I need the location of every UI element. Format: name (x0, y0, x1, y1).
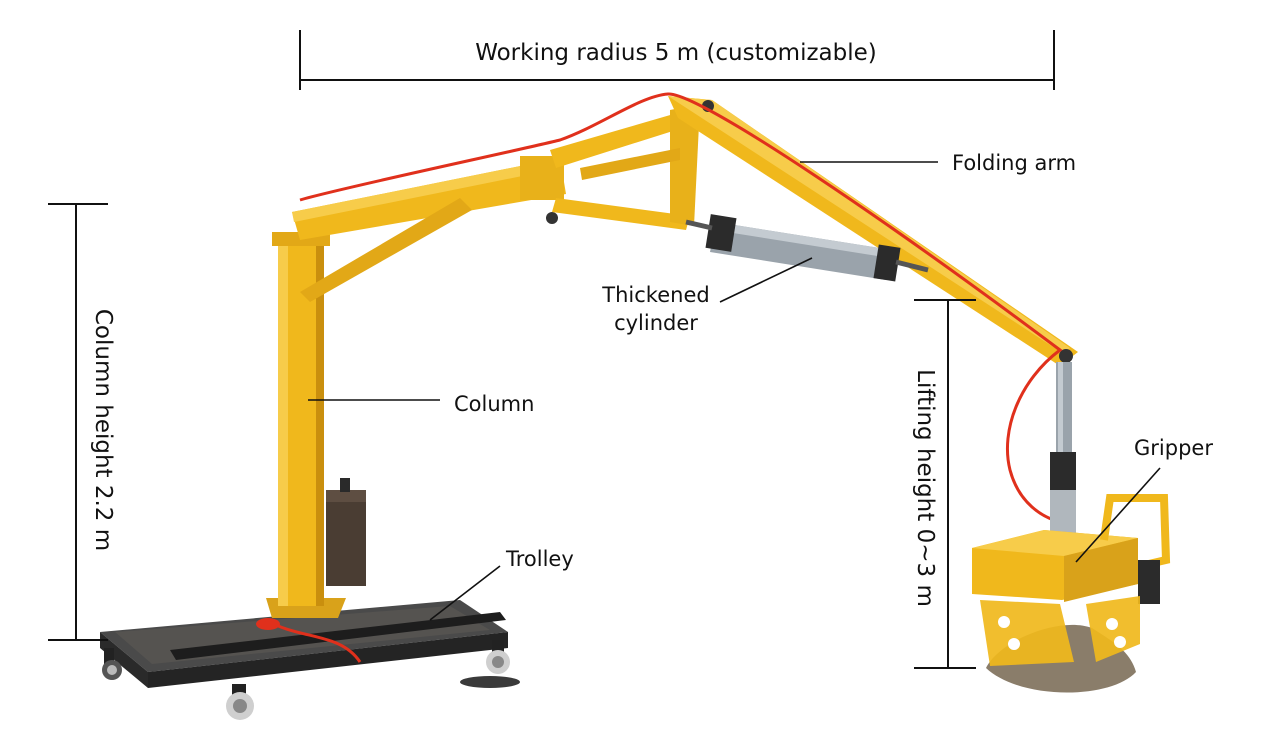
lifting-height-dimension (914, 299, 976, 669)
trolley-leader (429, 565, 501, 621)
gripper-label: Gripper (1134, 436, 1213, 460)
column-height-dimension (48, 203, 108, 641)
folding-arm-body (668, 96, 1078, 366)
trolley-wheel (226, 684, 254, 720)
gripper-leader (1075, 467, 1161, 563)
column-label: Column (454, 392, 534, 416)
trolley-wheel (102, 648, 122, 680)
red-hose (299, 92, 1071, 526)
gripper-body (972, 494, 1171, 693)
cylinder-body (685, 214, 929, 282)
trolley-wheel (486, 640, 510, 674)
linkage (550, 104, 714, 230)
working-radius-label: Working radius 5 m (customizable) (475, 40, 877, 66)
counterweight (326, 478, 366, 586)
cylinder-label-line1: Thickened (601, 283, 709, 307)
crane-illustration (100, 92, 1171, 720)
lifting-height-label: Lifting height 0~3 m (912, 369, 938, 607)
working-radius-dimension (299, 30, 1055, 90)
cylinder-label-line2: cylinder (614, 311, 698, 335)
lift-rod (1050, 362, 1076, 538)
cylinder-leader (719, 257, 813, 303)
main-arm (292, 156, 566, 302)
trolley-base (100, 600, 520, 720)
column-height-label: Column height 2.2 m (90, 309, 116, 551)
folding-arm-label: Folding arm (952, 151, 1076, 175)
column-body (256, 232, 346, 630)
trolley-label: Trolley (505, 547, 574, 571)
